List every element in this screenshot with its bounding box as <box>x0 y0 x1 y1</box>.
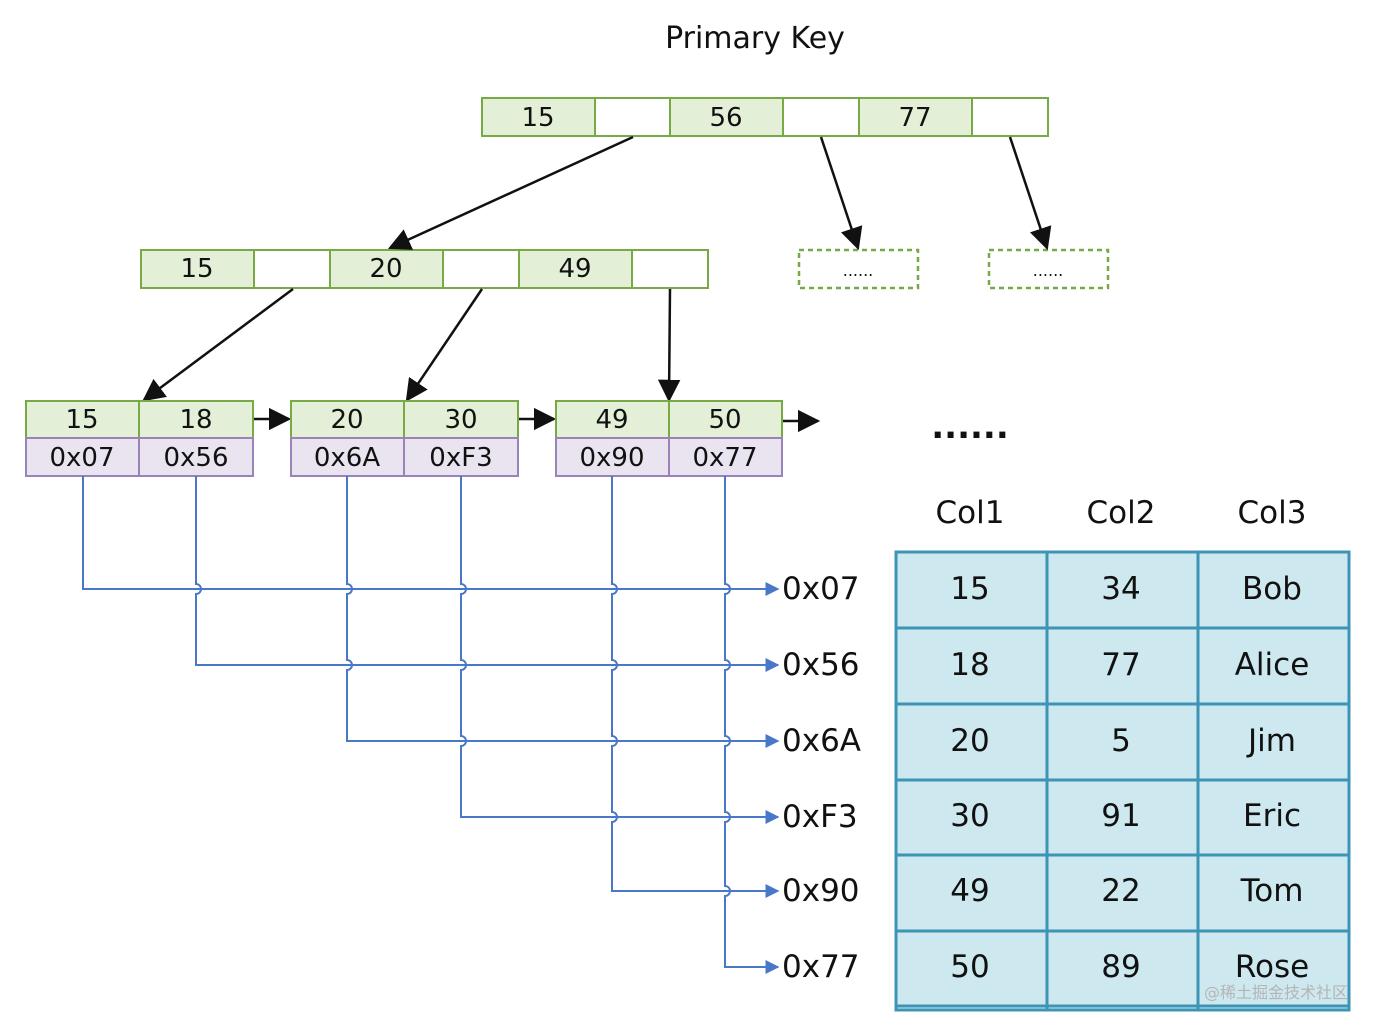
table-row-4-col1: 30 <box>950 798 989 834</box>
placeholder-node-2: ...... <box>987 248 1110 290</box>
diagram-title: Primary Key <box>665 21 845 56</box>
placeholder-label-1: ...... <box>843 261 874 280</box>
table-row-2-col1: 18 <box>950 647 989 683</box>
internal-node: 15 20 49 <box>140 249 709 289</box>
leaf-3-ptr-2: 0x77 <box>692 443 757 473</box>
root-key-1: 15 <box>521 103 554 133</box>
internal-key-cell-2 <box>329 249 444 289</box>
table-row-3-col2: 5 <box>1111 723 1131 759</box>
link-0xF3-drop <box>460 476 780 824</box>
leaf-node-2: 20 30 0x6A 0xF3 <box>290 400 519 477</box>
internal-key-1: 15 <box>180 254 213 284</box>
placeholder-label-2: ...... <box>1033 261 1064 280</box>
leaf-node-3: 49 50 0x90 0x77 <box>555 400 783 477</box>
placeholder-node-1: ...... <box>797 248 920 290</box>
internal-key-3: 49 <box>558 254 591 284</box>
table-header-col3: Col3 <box>1238 495 1307 531</box>
arrow-root-to-internal <box>387 135 634 250</box>
pointer-link-lines <box>82 476 780 974</box>
arrow-root-to-placeholder-2 <box>1008 136 1052 251</box>
table-row-2-col3: Alice <box>1235 647 1310 683</box>
continuation-ellipsis: ...... <box>931 407 1009 447</box>
address-label-0x56: 0x56 <box>782 647 860 683</box>
address-label-0x6A: 0x6A <box>782 723 861 759</box>
link-0x90-drop <box>611 476 780 898</box>
link-0x07-drop <box>82 476 780 596</box>
leaf-3-ptr-1: 0x90 <box>579 443 644 473</box>
arrow-root-to-placeholder-1 <box>819 136 863 251</box>
table-row-1-col2: 34 <box>1101 571 1140 607</box>
root-ptr-cell-1 <box>594 97 671 137</box>
table-row-4-col3: Eric <box>1243 798 1301 834</box>
arrow-internal-to-leaf-1 <box>142 287 294 402</box>
leaf-2-key-1: 20 <box>330 405 363 435</box>
internal-key-cell-3 <box>518 249 633 289</box>
table-row-1-col3: Bob <box>1242 571 1302 607</box>
leaf-2-key-2: 30 <box>444 405 477 435</box>
table-row-3-col1: 20 <box>950 723 989 759</box>
table-row-5-col2: 22 <box>1101 873 1140 909</box>
tree-arrows <box>142 135 1052 433</box>
leaf-1-key-1: 15 <box>65 405 98 435</box>
table-row-3-col3: Jim <box>1246 723 1296 759</box>
table-header-col1: Col1 <box>936 495 1005 531</box>
address-label-0x77: 0x77 <box>782 949 860 985</box>
table-row-6-col3: Rose <box>1235 949 1309 985</box>
leaf-3-key-2: 50 <box>708 405 741 435</box>
table-row-5-col1: 49 <box>950 873 989 909</box>
internal-key-cell-1 <box>140 249 255 289</box>
table-row-6-col2: 89 <box>1101 949 1140 985</box>
leaf-node-1: 15 18 0x07 0x56 <box>25 400 254 477</box>
leaf-3-key-1: 49 <box>595 405 628 435</box>
leaf-1-key-2: 18 <box>179 405 212 435</box>
root-key-cell-2 <box>669 97 784 137</box>
internal-ptr-cell-2 <box>442 249 520 289</box>
leaf-2-ptr-1: 0x6A <box>314 443 380 473</box>
internal-ptr-cell-3 <box>631 249 709 289</box>
table-row-4-col2: 91 <box>1101 798 1140 834</box>
address-label-0x90: 0x90 <box>782 873 860 909</box>
table-row-1-col1: 15 <box>950 571 989 607</box>
root-ptr-cell-2 <box>782 97 860 137</box>
link-0x56-drop <box>195 476 780 672</box>
address-labels: 0x07 0x56 0x6A 0xF3 0x90 0x77 <box>782 571 861 985</box>
watermark: @稀土掘金技术社区 <box>1204 983 1348 1002</box>
arrow-internal-to-leaf-3 <box>657 288 681 403</box>
link-0x77-drop <box>724 476 780 974</box>
root-node: 15 56 77 <box>481 97 1049 137</box>
link-0x6A-drop <box>346 476 780 748</box>
internal-ptr-cell-1 <box>253 249 331 289</box>
root-ptr-cell-3 <box>971 97 1049 137</box>
leaf-2-ptr-2: 0xF3 <box>429 443 492 473</box>
address-label-0xF3: 0xF3 <box>782 799 858 835</box>
root-key-cell-1 <box>481 97 596 137</box>
leaf-1-ptr-1: 0x07 <box>49 443 114 473</box>
data-table: Col1 Col2 Col3 15 34 Bob 18 77 Alice 20 … <box>894 495 1351 1012</box>
internal-key-2: 20 <box>369 254 402 284</box>
table-row-5-col3: Tom <box>1240 873 1304 909</box>
arrow-internal-to-leaf-2 <box>405 288 484 402</box>
leaf-1-ptr-2: 0x56 <box>163 443 228 473</box>
address-label-0x07: 0x07 <box>782 571 860 607</box>
root-key-2: 56 <box>709 103 742 133</box>
root-key-3: 77 <box>898 103 931 133</box>
root-key-cell-3 <box>858 97 973 137</box>
table-header-col2: Col2 <box>1087 495 1156 531</box>
table-row-2-col2: 77 <box>1101 647 1140 683</box>
table-row-6-col1: 50 <box>950 949 989 985</box>
